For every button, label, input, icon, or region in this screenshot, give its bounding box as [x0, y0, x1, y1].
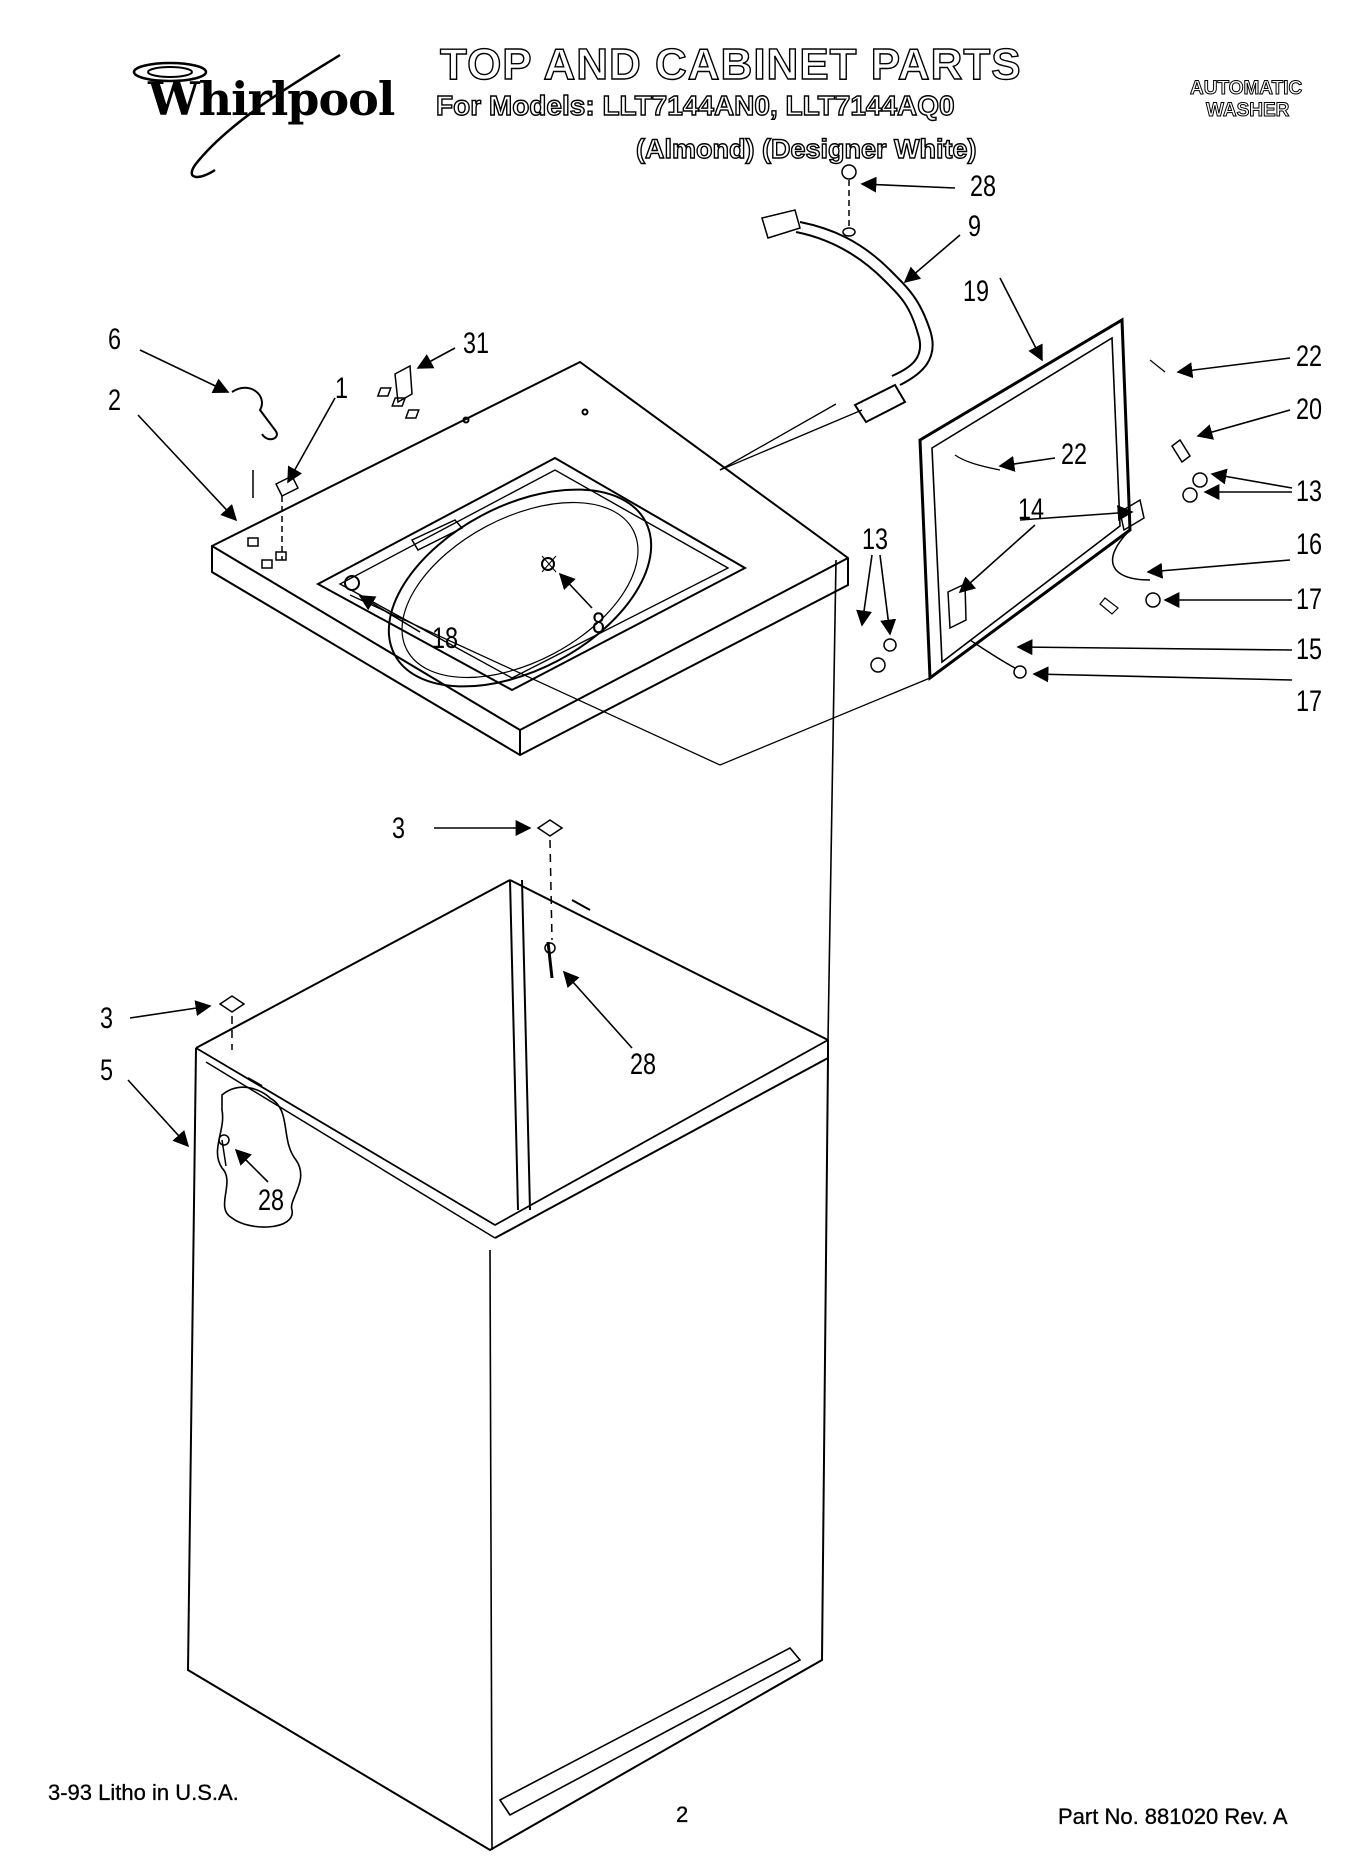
wire-harness [720, 165, 933, 470]
callout-28-mid: 28 [630, 1048, 657, 1081]
callout-3-lower: 3 [100, 1002, 114, 1035]
callout-28-screw-top: 28 [970, 170, 997, 203]
callout-31: 31 [463, 327, 490, 360]
callout-22-a: 22 [1296, 340, 1323, 373]
page-title: TOP AND CABINET PARTS [439, 39, 1022, 89]
callout-1: 1 [335, 372, 349, 405]
callout-16: 16 [1296, 528, 1323, 561]
callout-17-a: 17 [1296, 583, 1323, 616]
washer-cabinet [188, 560, 836, 1850]
callout-17-b: 17 [1296, 685, 1323, 718]
product-type-line2: WASHER [1205, 100, 1290, 122]
page-number: 2 [676, 1802, 689, 1827]
callout-19-console-frame: 19 [963, 275, 990, 308]
callout-22-b: 22 [1061, 438, 1088, 471]
callout-6: 6 [108, 323, 122, 356]
callout-5: 5 [100, 1054, 114, 1087]
callout-18: 18 [432, 622, 459, 655]
models-line: For Models: LLT7144AN0, LLT7144AQ0 [435, 89, 955, 121]
product-type-line1: AUTOMATIC [1189, 78, 1303, 100]
washer-top-assembly [212, 362, 848, 755]
callout-8: 8 [592, 607, 606, 640]
colors-line: (Almond) (Designer White) [635, 133, 977, 164]
whirlpool-logo: Whirlpool [148, 72, 395, 126]
leader-arrows [128, 176, 1292, 1182]
callout-20: 20 [1296, 393, 1323, 426]
part-number: Part No. 881020 Rev. A [1058, 1804, 1288, 1829]
callout-9-wire-harness: 9 [968, 210, 982, 243]
callout-2: 2 [108, 384, 122, 417]
litho-note: 3-93 Litho in U.S.A. [48, 1780, 239, 1805]
callout-14: 14 [1018, 493, 1045, 526]
callout-13-left: 13 [862, 523, 889, 556]
callout-28-low: 28 [258, 1184, 285, 1217]
callout-15: 15 [1296, 633, 1323, 666]
callout-13-right: 13 [1296, 475, 1323, 508]
whirlpool-logo-swirl [134, 55, 340, 177]
callout-3-upper: 3 [392, 812, 406, 845]
